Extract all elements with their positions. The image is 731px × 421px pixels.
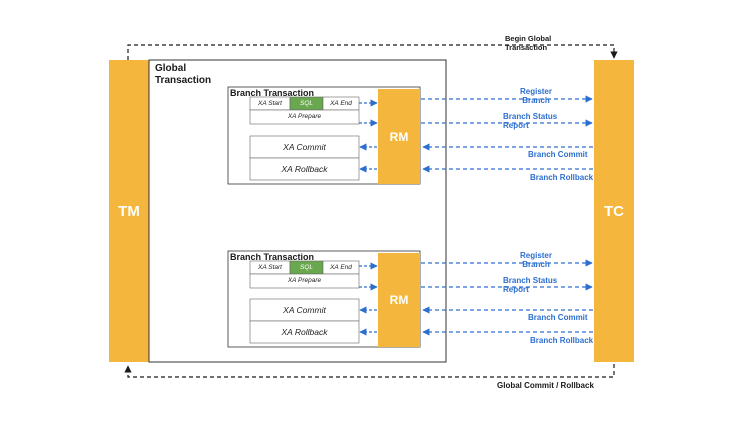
branch-transaction-title: Branch Transaction [230,252,315,262]
register-branch-label: Register Branch [519,251,552,269]
global-transaction-label: Global Transaction [155,63,212,86]
branch-status-report-label: Branch Status Report [503,276,558,294]
rm-label: RM [389,293,409,307]
tm-bar [109,60,149,362]
global-commit-rollback-label: Global Commit / Rollback [497,381,594,390]
rm-bar [378,89,420,184]
sql-label: SQL [299,100,313,107]
xa-commit-label: XA Commit [283,142,326,152]
xa-prepare-box [249,273,360,289]
tc-bar [594,60,634,362]
xa-start-label: XA Start [258,264,282,271]
xa-prepare-label: XA Prepare [287,113,322,120]
xa-commit-label: XA Commit [283,305,326,315]
xa-rollback-box [249,320,360,344]
sql-label: SQL [299,264,313,271]
global-commit-rollback-arrow [124,364,615,378]
register-branch-label: Register Branch [519,87,552,105]
branch-rollback-label: Branch Rollback [530,173,594,182]
rm-label: RM [389,130,409,144]
branch-rollback-label: Branch Rollback [530,336,594,345]
xa-rollback-box [249,157,360,181]
xa-rollback-label: XA Rollback [281,327,328,337]
xa-end-label: XA End [330,100,352,107]
xa-rollback-label: XA Rollback [281,164,328,174]
begin-global-transaction-arrow [127,44,618,60]
xa-prepare-box [249,109,360,125]
branch-commit-label: Branch Commit [528,150,588,159]
xa-start-label: XA Start [258,100,282,107]
tc-label: TC [604,203,624,220]
begin-global-transaction-label: Begin Global Transaction [505,34,552,52]
xa-prepare-label: XA Prepare [287,277,322,284]
branch-commit-label: Branch Commit [528,313,588,322]
xa-end-label: XA End [330,264,352,271]
tm-label: TM [118,203,140,220]
branch-transaction-title: Branch Transaction [230,88,315,98]
branch-status-report-label: Branch Status Report [503,112,558,130]
rm-bar [378,253,420,347]
